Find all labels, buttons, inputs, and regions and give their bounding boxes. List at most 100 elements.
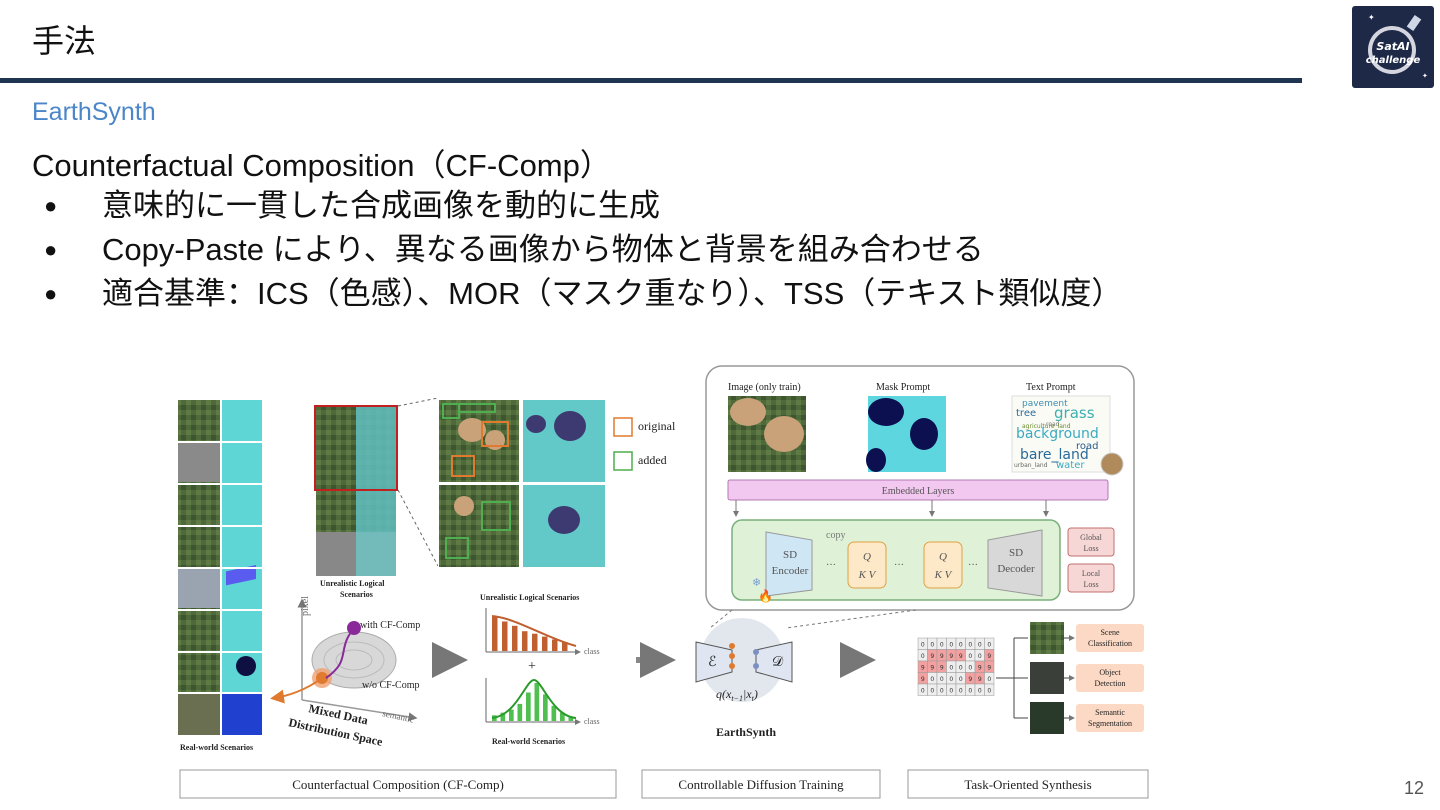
legend-original-swatch [614,418,632,436]
unrealistic-tile-grid [315,406,397,576]
grid-cell-value: 0 [940,642,944,649]
bullet-glyph: ● [44,186,102,226]
word-agriculture: agriculture_land [1022,423,1071,430]
sd-encoder-shape [766,532,812,596]
satai-challenge-logo: SatAI challenge ✦ ✦ [1352,6,1434,88]
sd-decoder-label-2: Decoder [997,563,1035,575]
grid-cell-value: 0 [968,642,972,649]
bullet-list: ●意味的に一貫した合成画像を動的に生成 ●Copy-Paste により、異なる画… [44,186,1122,318]
axis-semantic-label: semantic [382,708,415,724]
unrealistic-bar [502,621,508,651]
grid-cell-value: 9 [949,653,953,660]
svg-text:✦: ✦ [1368,13,1375,22]
sd-encoder-label-2: Encoder [772,565,809,577]
qkv-block-2-kv: K V [934,569,953,581]
grid-cell-value: 0 [978,642,982,649]
encoder-symbol: ℰ [708,655,716,670]
unrealistic-bar [532,634,538,651]
grid-cell-value: 9 [921,676,925,683]
word-urban-land: urban_land [1014,462,1048,469]
grid-cell-value: 0 [949,688,953,695]
copy-label: copy [826,530,845,541]
qkv-block-1 [848,542,886,588]
unrealistic-bar [492,617,498,651]
text-prompt-label: Text Prompt [1026,382,1076,393]
word-water: water [1056,460,1085,471]
global-loss-label-1: Global [1080,533,1103,542]
task-branches [996,638,1028,718]
real-bar [526,693,531,722]
qkv-block-2 [924,542,962,588]
grid-cell-value: 9 [987,653,991,660]
section-heading: Counterfactual Composition（CF-Comp） [32,140,611,185]
unrealistic-label-line1: Unrealistic Logical [320,579,385,588]
image-prompt-tile [728,396,806,472]
title-rule [0,78,1302,83]
object-label-1: Object [1099,668,1121,677]
diffusion-formula-end: ) [753,687,758,701]
legend-added-swatch [614,452,632,470]
diffusion-formula-sub: t−1 [731,694,743,703]
word-tree: tree [1016,408,1036,419]
bullet-text: Copy-Paste により、異なる画像から物体と背景を組み合わせる [102,232,984,267]
bullet-item: ●意味的に一貫した合成画像を動的に生成 [44,186,1122,230]
unrealistic-label-line2: Scenarios [340,590,373,599]
grid-cell-value: 0 [921,642,925,649]
mixed-distribution-space [274,600,416,718]
grid-cell-value: 9 [959,653,963,660]
grid-cell-value: 0 [959,665,963,672]
svg-text:✦: ✦ [1422,72,1428,80]
grid-cell-value: 0 [949,665,953,672]
text-prompt-wordcloud: pavement tree grass road background agri… [1012,396,1123,475]
bullet-text: 適合基準：ICS（色感）、MOR（マスク重なり）、TSS（テキスト類似度） [102,276,1122,311]
grid-cell-value: 9 [940,653,944,660]
unrealistic-chart-title: Unrealistic Logical Scenarios [480,593,579,602]
footer-synthesis-label: Task-Oriented Synthesis [964,777,1091,792]
real-distribution-chart [486,678,580,722]
bullet-glyph: ● [44,230,102,270]
qkv-block-1-q: Q [863,551,871,563]
unrealistic-bar [522,631,528,651]
grid-cell-value: 0 [940,688,944,695]
with-cf-comp-label: with CF-Comp [360,620,420,631]
real-world-tile-strip [178,400,262,735]
bullet-glyph: ● [44,274,102,314]
slide-title: 手法 [32,16,96,62]
legend-original-label: original [638,419,676,433]
scene-label-1: Scene [1100,628,1120,637]
unrealistic-bar [542,637,548,651]
grid-cell-value: 9 [940,665,944,672]
real-bar [552,706,557,721]
real-bar [509,710,514,721]
real-bar [518,704,523,721]
grid-cell-value: 0 [940,676,944,683]
grid-cell-value: 0 [968,688,972,695]
embedded-layers-label: Embedded Layers [882,486,955,497]
without-cf-comp-label: w/o CF-Comp [362,680,420,691]
word-grass: grass [1054,404,1095,422]
local-loss-label-2: Loss [1083,580,1098,589]
page-number: 12 [1404,778,1424,799]
footer-diffusion-label: Controllable Diffusion Training [678,777,844,792]
zoomed-composition-grid [438,398,606,568]
grid-cell-value: 0 [959,688,963,695]
ellipsis-3: ··· [968,560,978,571]
grid-cell-value: 9 [921,665,925,672]
semantic-label-1: Semantic [1095,708,1125,717]
plus-sign: + [528,659,536,674]
sd-encoder-label-1: SD [783,549,797,561]
grid-cell-value: 0 [968,665,972,672]
decoder-symbol: 𝒟 [772,655,784,670]
svg-text:SatAI: SatAI [1376,40,1409,53]
earthsynth-figure: Real-world Scenarios Unrealistic Logical… [176,360,1156,805]
segmentation-thumbnail [1030,702,1064,734]
unrealistic-class-label: class [584,647,600,656]
unrealistic-distribution-chart [486,608,580,652]
qkv-block-1-kv: K V [858,569,877,581]
unrealistic-bar [512,626,518,651]
qkv-block-2-q: Q [939,551,947,563]
grid-cell-value: 0 [930,642,934,649]
grid-cell-value: 0 [921,688,925,695]
grid-cell-value: 0 [959,642,963,649]
real-bar [535,683,540,721]
